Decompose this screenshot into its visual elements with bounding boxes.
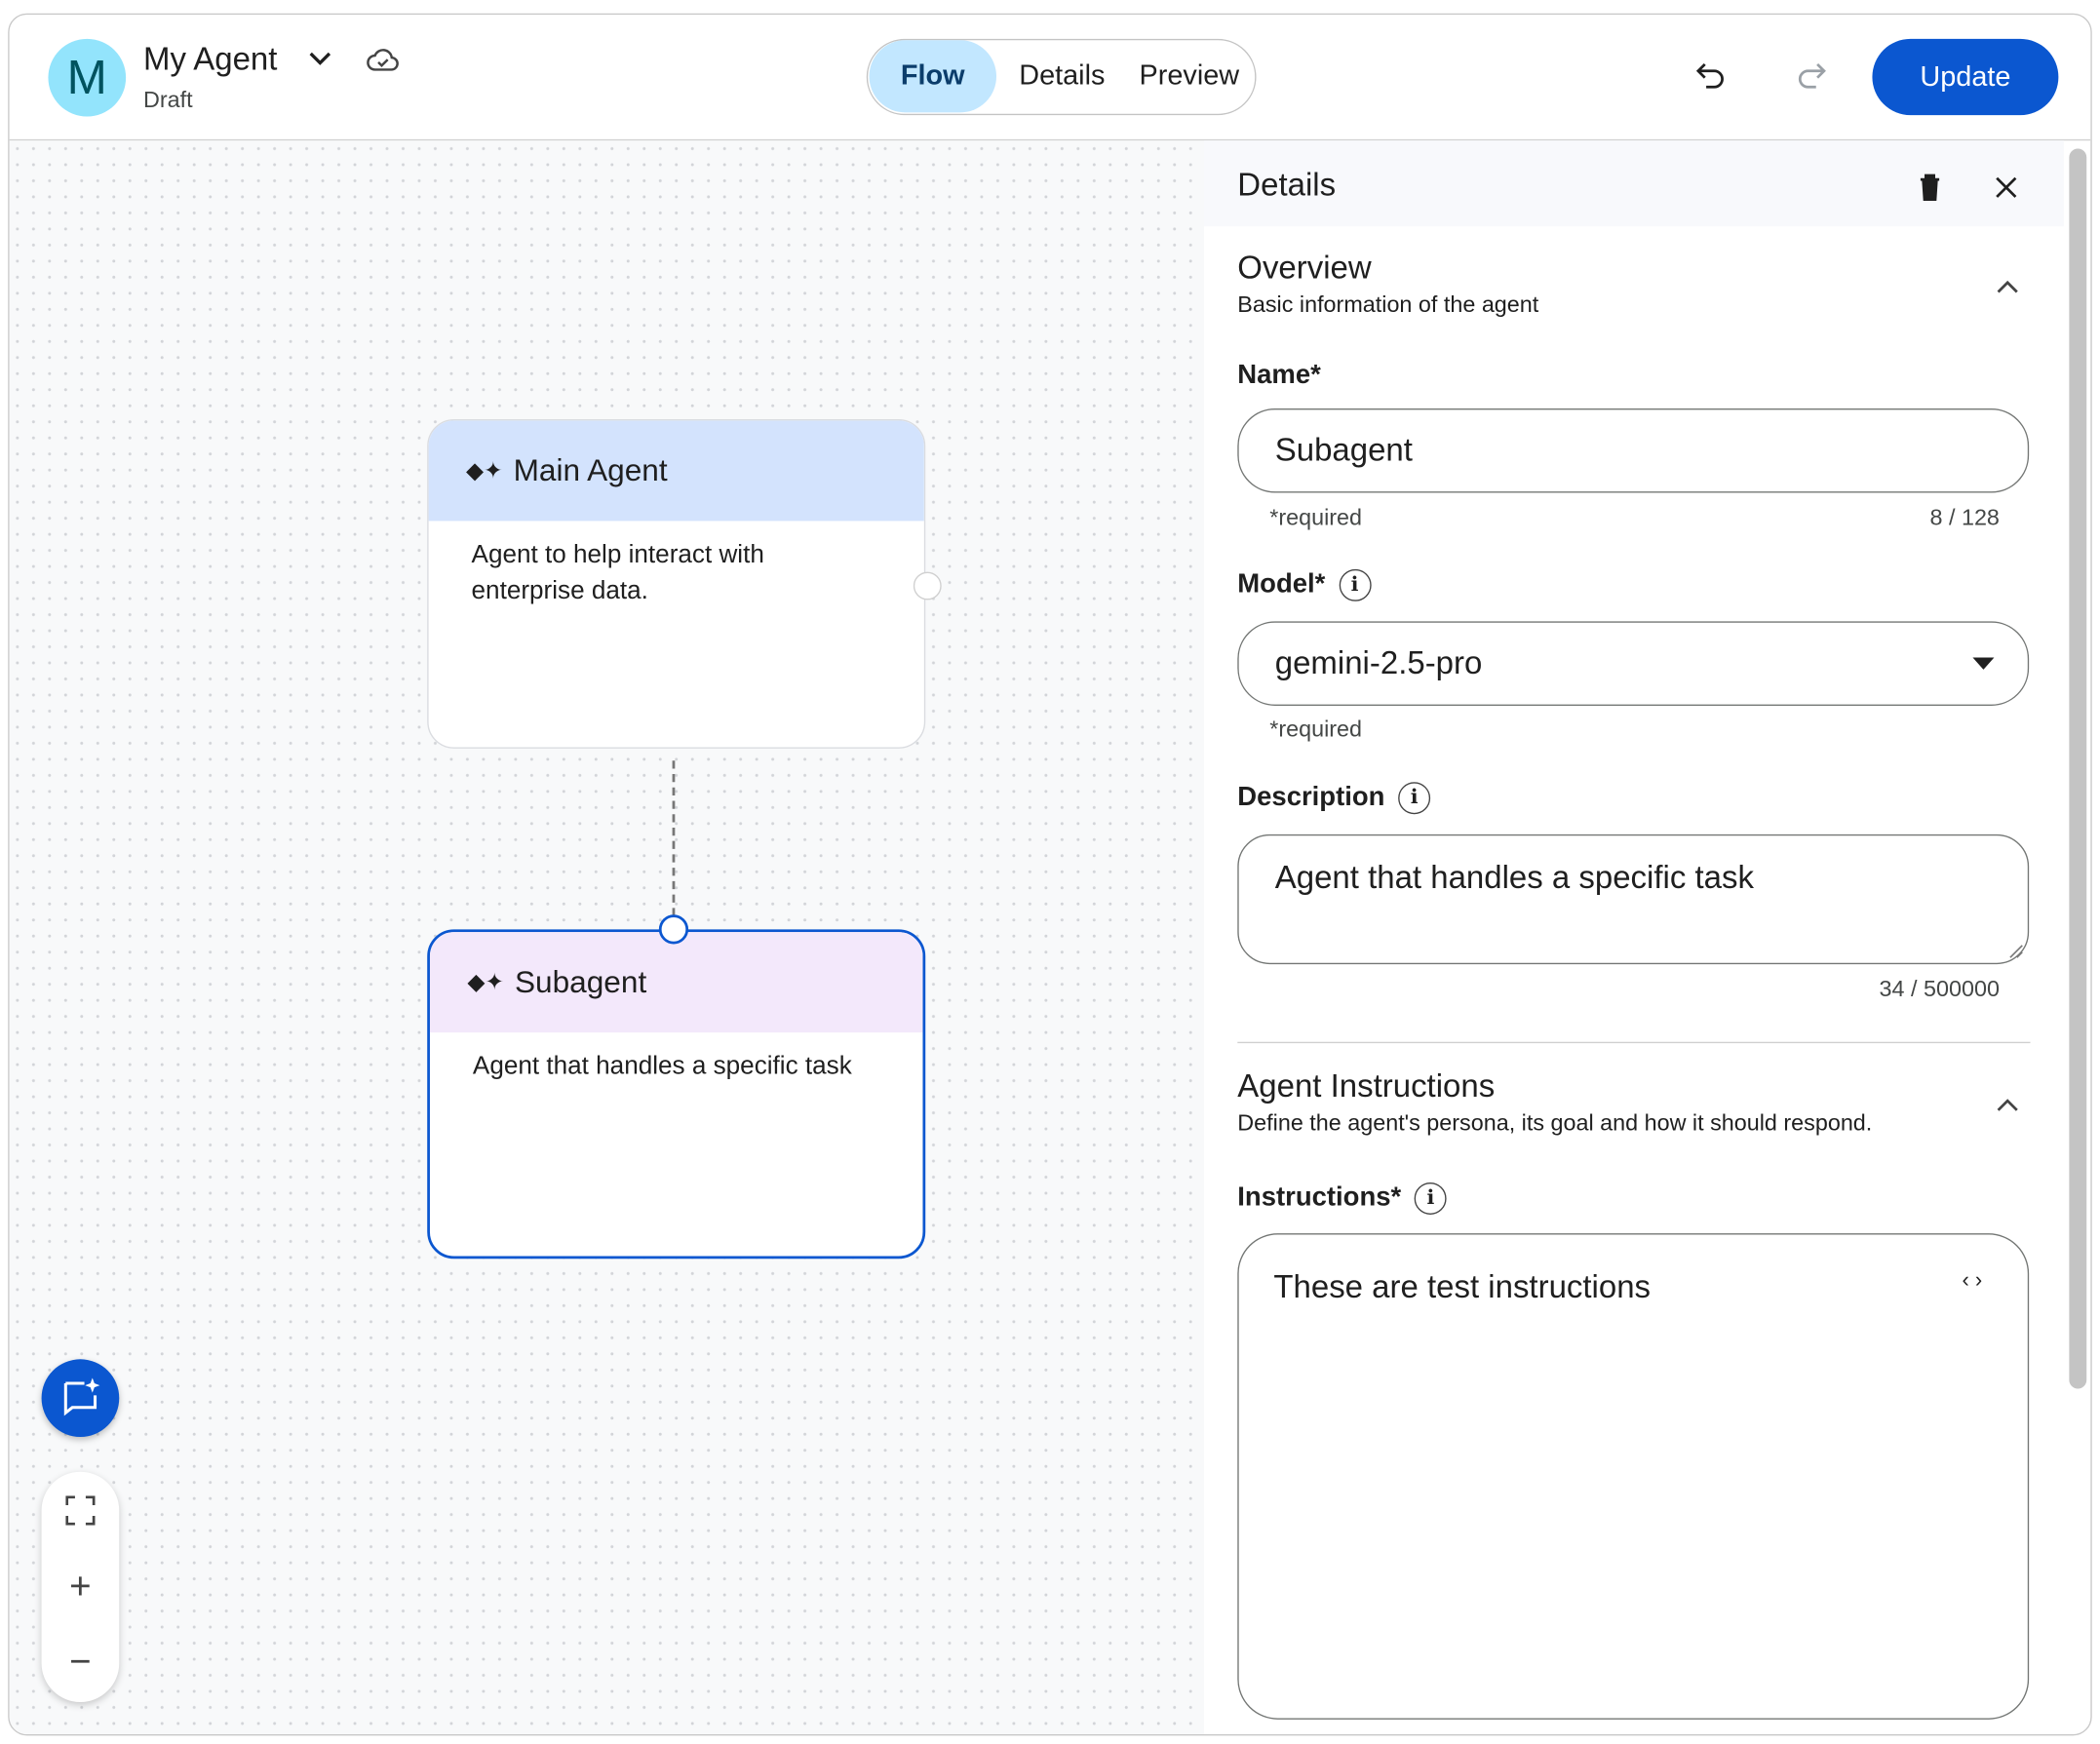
- redo-icon[interactable]: [1793, 58, 1828, 91]
- node-title: Subagent: [514, 964, 647, 999]
- instructions-editor[interactable]: These are test instructions ‹ ›: [1237, 1233, 2030, 1720]
- code-view-icon[interactable]: ‹ ›: [1962, 1269, 1983, 1293]
- name-input[interactable]: Subagent: [1237, 407, 2030, 493]
- input-port[interactable]: [658, 914, 689, 945]
- model-hint: *required: [1269, 716, 1363, 743]
- model-value: gemini-2.5-pro: [1274, 645, 1483, 682]
- tab-details[interactable]: Details: [1019, 59, 1106, 92]
- node-title: Main Agent: [513, 452, 668, 488]
- chevron-down-icon[interactable]: [307, 50, 333, 68]
- trash-icon[interactable]: [1917, 173, 1943, 202]
- instructions-label: Instructions* i: [1237, 1182, 1447, 1215]
- cloud-saved-icon: [367, 49, 399, 71]
- name-label: Name*: [1237, 360, 1321, 390]
- node-description: Agent that handles a specific task: [472, 1052, 852, 1081]
- node-main-agent[interactable]: ◆✦ Main Agent Agent to help interact with…: [427, 418, 926, 749]
- instructions-label-text: Instructions*: [1237, 1182, 1402, 1213]
- overview-subtitle: Basic information of the agent: [1237, 291, 1539, 318]
- description-label-text: Description: [1237, 782, 1385, 812]
- zoom-out-icon[interactable]: −: [69, 1640, 92, 1683]
- description-count: 34 / 500000: [1879, 976, 2000, 1002]
- model-select[interactable]: gemini-2.5-pro: [1237, 621, 2030, 706]
- update-button[interactable]: Update: [1872, 38, 2059, 116]
- close-icon[interactable]: [1994, 175, 2018, 200]
- node-subagent[interactable]: ◆✦ Subagent Agent that handles a specific…: [427, 929, 926, 1260]
- app-window: M My Agent Draft Flow Details Preview Up…: [8, 13, 2092, 1736]
- name-hint: *required: [1269, 504, 1363, 530]
- sparkle-icon: ◆✦: [467, 968, 504, 994]
- chevron-up-icon[interactable]: [1994, 277, 2020, 295]
- panel-title: Details: [1237, 167, 1337, 204]
- info-icon[interactable]: i: [1339, 568, 1372, 601]
- tab-preview[interactable]: Preview: [1139, 59, 1240, 92]
- zoom-controls: + −: [41, 1471, 120, 1702]
- top-bar: M My Agent Draft Flow Details Preview Up…: [9, 15, 2091, 141]
- sparkle-icon: ◆✦: [466, 457, 503, 484]
- model-label-text: Model*: [1237, 569, 1326, 600]
- divider: [1237, 1041, 2031, 1044]
- agent-status: Draft: [142, 87, 193, 113]
- scrollbar-thumb[interactable]: [2069, 148, 2087, 1389]
- avatar: M: [48, 38, 127, 117]
- connection-line: [672, 760, 676, 916]
- undo-icon[interactable]: [1694, 58, 1730, 91]
- flow-canvas[interactable]: ◆✦ Main Agent Agent to help interact with…: [9, 140, 1204, 1734]
- node-description: Agent to help interact with enterprise d…: [471, 540, 764, 605]
- name-count: 8 / 128: [1929, 504, 2000, 530]
- dropdown-arrow-icon: [1972, 657, 1995, 670]
- model-label: Model* i: [1237, 568, 1372, 601]
- resize-handle-icon[interactable]: [2007, 943, 2023, 958]
- info-icon[interactable]: i: [1414, 1182, 1447, 1215]
- details-panel: Details Overview Basic information of th…: [1203, 140, 2064, 1734]
- ai-chat-button[interactable]: [41, 1359, 120, 1437]
- zoom-in-icon[interactable]: +: [69, 1565, 92, 1608]
- view-switcher: Flow Details Preview: [866, 38, 1257, 116]
- chat-sparkle-icon: [63, 1377, 100, 1416]
- instructions-section-subtitle: Define the agent's persona, its goal and…: [1237, 1109, 1873, 1136]
- fit-view-icon[interactable]: [65, 1495, 96, 1526]
- instructions-section-title: Agent Instructions: [1237, 1068, 1496, 1105]
- description-textarea[interactable]: Agent that handles a specific task: [1237, 833, 2030, 965]
- description-label: Description i: [1237, 782, 1431, 815]
- chevron-up-icon[interactable]: [1994, 1096, 2020, 1114]
- info-icon[interactable]: i: [1398, 782, 1431, 815]
- output-port[interactable]: [913, 571, 942, 601]
- description-value: Agent that handles a specific task: [1274, 859, 1754, 897]
- tab-flow[interactable]: Flow: [869, 40, 997, 113]
- overview-title: Overview: [1237, 250, 1372, 287]
- instructions-value: These are test instructions: [1273, 1269, 1652, 1306]
- agent-name: My Agent: [142, 41, 278, 78]
- name-value: Subagent: [1274, 432, 1413, 469]
